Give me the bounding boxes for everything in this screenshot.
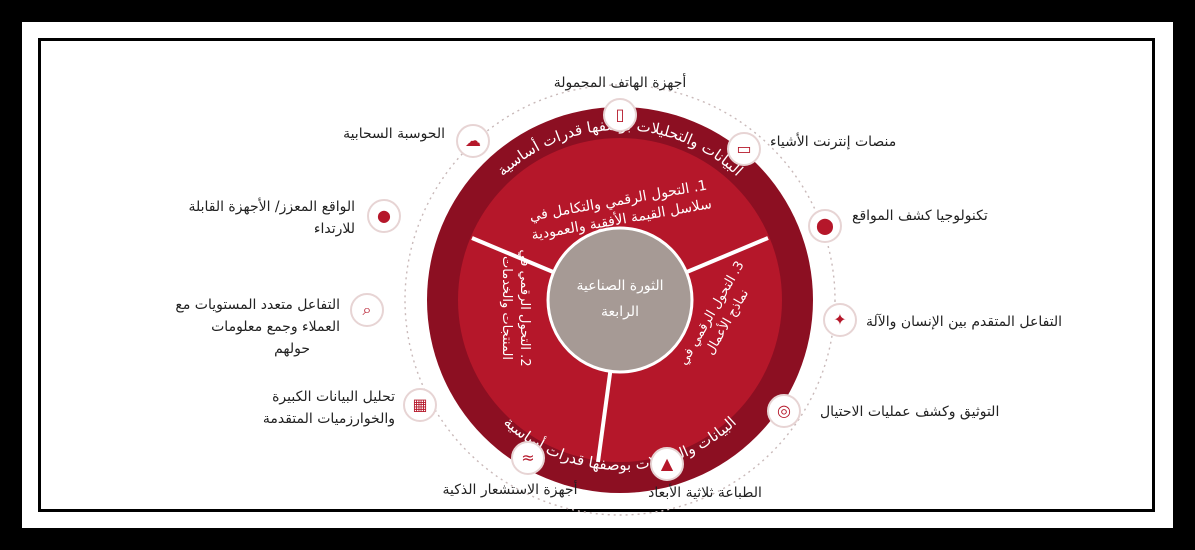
label-ar-line1: الواقع المعزز/ الأجهزة القابلة bbox=[188, 199, 355, 215]
label-ar: الواقع المعزز/ الأجهزة القابلة للارتداء bbox=[135, 196, 355, 240]
label-iot: منصات إنترنت الأشياء bbox=[770, 134, 897, 150]
label-customer-line3: حولهم bbox=[274, 341, 310, 357]
label-mobile: أجهزة الهاتف المحمولة bbox=[553, 75, 687, 91]
label-location: تكنولوجيا كشف المواقع bbox=[852, 208, 988, 224]
magnifier-person-icon: ⌕ bbox=[350, 293, 384, 327]
outer-dotted-orbit bbox=[404, 84, 836, 516]
label-sensors: أجهزة الاستشعار الذكية bbox=[442, 482, 578, 498]
label-cloud: الحوسبة السحابية bbox=[343, 126, 445, 142]
center-line1: الثورة الصناعية bbox=[576, 278, 663, 294]
label-fraud: التوثيق وكشف عمليات الاحتيال bbox=[820, 404, 1000, 420]
label-hmi: التفاعل المتقدم بين الإنسان والآلة bbox=[866, 314, 1063, 330]
3d-printer-icon: ▲ bbox=[650, 447, 684, 481]
center-circle bbox=[546, 226, 694, 374]
wifi-sensor-icon: ≈ bbox=[511, 441, 545, 475]
label-customer-line1: التفاعل متعدد المستويات مع bbox=[175, 297, 340, 313]
iot-platform-icon: ▭ bbox=[727, 132, 761, 166]
cloud-icon: ☁ bbox=[456, 124, 490, 158]
puzzle-head-icon: ✦ bbox=[823, 303, 857, 337]
head-profile-icon: ● bbox=[367, 199, 401, 233]
label-customer: التفاعل متعدد المستويات مع العملاء وجمع … bbox=[120, 294, 340, 360]
label-bigdata: تحليل البيانات الكبيرة والخوارزميات المت… bbox=[195, 386, 395, 430]
label-bigdata-line2: والخوارزميات المتقدمة bbox=[262, 411, 395, 427]
fingerprint-icon: ◎ bbox=[767, 394, 801, 428]
segment-left-label: 2. التحول الرقمي في المنتجات والخدمات bbox=[499, 249, 532, 367]
center-line2: الرابعة bbox=[601, 304, 639, 320]
data-chart-icon: ▦ bbox=[403, 388, 437, 422]
label-ar-line2: للارتداء bbox=[313, 221, 355, 237]
location-pin-icon: ⬤ bbox=[808, 209, 842, 243]
label-printing: الطباعة ثلاثية الأبعاد bbox=[648, 485, 762, 501]
label-bigdata-line1: تحليل البيانات الكبيرة bbox=[272, 389, 395, 405]
mobile-icon: ▯ bbox=[603, 98, 637, 132]
label-customer-line2: العملاء وجمع معلومات bbox=[211, 319, 340, 335]
